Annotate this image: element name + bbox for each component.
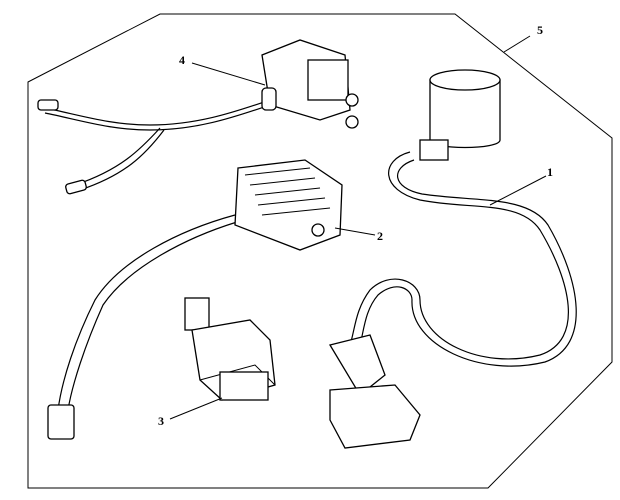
leader-line-3 (169, 397, 223, 420)
leader-line-5 (503, 35, 531, 53)
callout-3: 3 (158, 414, 164, 428)
leader-line-4 (191, 62, 266, 86)
callout-5: 5 (537, 23, 543, 37)
leader-line-2 (334, 227, 376, 236)
ignition-coil (328, 69, 577, 449)
regulator-rectifier (47, 159, 343, 440)
callout-2: 2 (377, 229, 383, 243)
leader-line-1 (489, 175, 547, 206)
callout-4: 4 (179, 53, 185, 67)
cdi-unit (184, 297, 276, 401)
assembly-outline (27, 13, 613, 489)
starter-relay (37, 39, 359, 195)
callout-1: 1 (547, 165, 553, 179)
